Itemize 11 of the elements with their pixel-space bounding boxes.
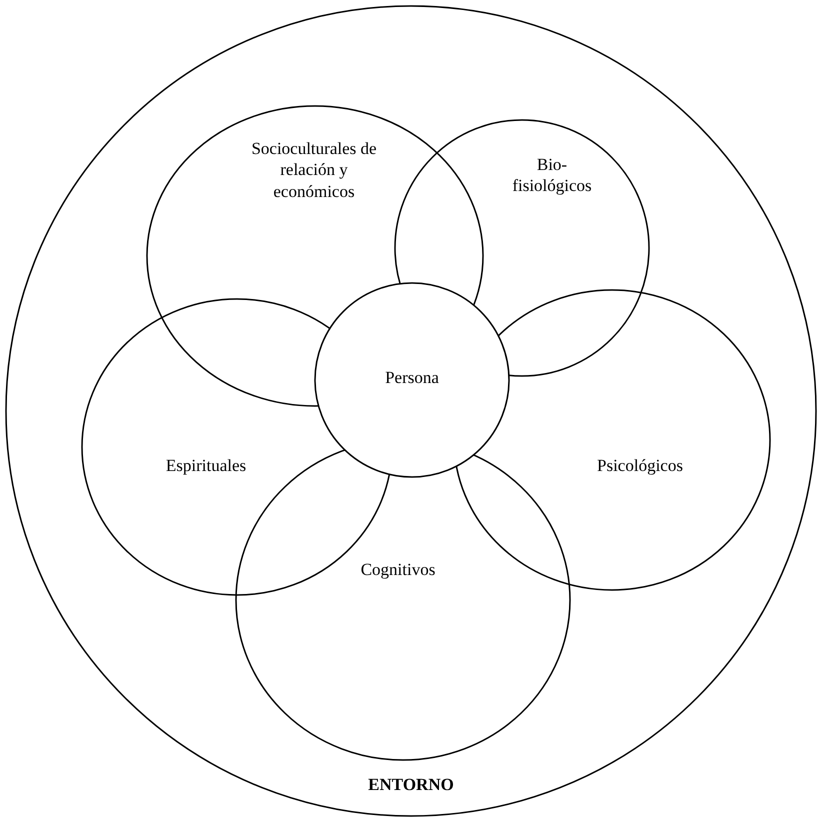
- node-label: Cognitivos: [360, 559, 436, 581]
- node-label: Espirituales: [164, 455, 248, 477]
- node-label: Psicológicos: [596, 455, 684, 477]
- circle: [6, 6, 816, 816]
- node-label: Bio- fisiológicos: [511, 154, 593, 196]
- node-label: ENTORNO: [367, 774, 455, 796]
- node-label: Persona: [384, 367, 440, 389]
- node-label: Socioculturales de relación y económicos: [250, 138, 378, 202]
- ellipse: [147, 106, 483, 406]
- circle: [315, 283, 509, 477]
- ellipse: [454, 290, 770, 590]
